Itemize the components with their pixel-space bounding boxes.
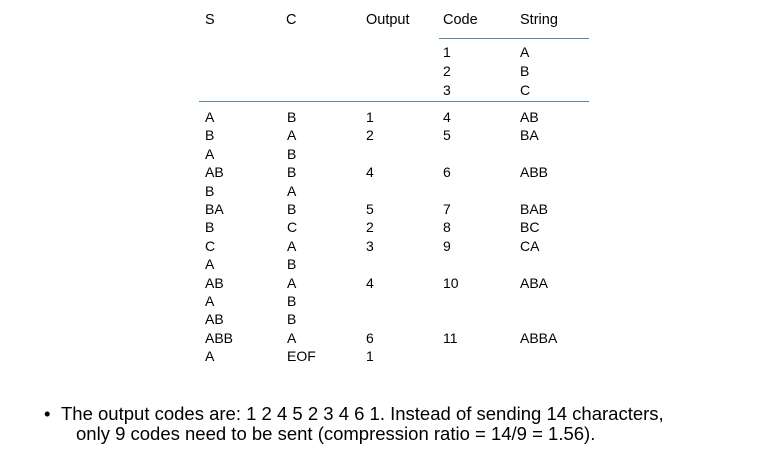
header-output: Output	[366, 12, 410, 28]
c-cell: B	[287, 109, 297, 125]
c-cell: B	[287, 311, 297, 328]
init-string-cell: A	[520, 44, 530, 60]
s-cell: ABB	[205, 329, 234, 346]
output-cell: 3	[366, 237, 374, 254]
c-cell: B	[287, 145, 297, 162]
string-cell: BAB	[520, 201, 549, 217]
string-cell: ABB	[520, 164, 549, 181]
string-cell: CA	[520, 237, 540, 254]
c-cell: C	[287, 219, 298, 236]
s-cell: B	[205, 182, 215, 199]
s-cell: AB	[205, 164, 224, 181]
string-cell: BA	[520, 127, 539, 144]
c-cell: A	[287, 329, 297, 346]
header-string: String	[520, 12, 558, 28]
c-cell: B	[287, 164, 297, 181]
code-cell: 8	[443, 219, 451, 236]
code-cell: 10	[443, 274, 459, 291]
header-rule	[439, 38, 589, 39]
c-cell: B	[287, 201, 297, 217]
output-cell: 6	[366, 329, 374, 346]
output-cell: 2	[366, 127, 374, 144]
s-cell: A	[205, 109, 215, 125]
c-cell: A	[287, 237, 297, 254]
s-cell: A	[205, 348, 215, 365]
code-cell: 5	[443, 127, 451, 144]
s-cell: AB	[205, 311, 224, 328]
string-cell: ABBA	[520, 329, 558, 346]
s-cell: BA	[205, 201, 224, 217]
s-cell: C	[205, 237, 216, 254]
output-cell: 1	[366, 348, 374, 365]
section-rule	[199, 101, 589, 102]
code-cell: 9	[443, 237, 451, 254]
code-cell: 7	[443, 201, 451, 217]
c-cell: B	[287, 293, 297, 309]
c-cell: A	[287, 182, 297, 199]
string-cell: ABA	[520, 274, 549, 291]
init-string-cell: C	[520, 82, 531, 98]
string-cell: AB	[520, 109, 539, 125]
output-cell: 1	[366, 109, 374, 125]
output-cell: 5	[366, 201, 374, 217]
output-cell: 4	[366, 274, 374, 291]
init-string-cell: B	[520, 63, 530, 79]
s-cell: A	[205, 145, 215, 162]
string-cell: BC	[520, 219, 540, 236]
s-cell: A	[205, 293, 215, 309]
output-cell: 2	[366, 219, 374, 236]
init-code-cell: 1	[443, 44, 451, 60]
summary-line-1: The output codes are: 1 2 4 5 2 3 4 6 1.…	[61, 403, 664, 424]
code-cell: 6	[443, 164, 451, 181]
init-code-cell: 3	[443, 82, 451, 98]
header-c: C	[286, 12, 297, 28]
s-cell: B	[205, 219, 215, 236]
s-cell: AB	[205, 274, 224, 291]
header-code: Code	[443, 12, 478, 28]
init-code-cell: 2	[443, 63, 451, 79]
c-cell: A	[287, 274, 297, 291]
c-cell: A	[287, 127, 297, 144]
header-s: S	[205, 12, 215, 28]
c-cell: EOF	[287, 348, 316, 365]
code-cell: 4	[443, 109, 451, 125]
s-cell: B	[205, 127, 215, 144]
bullet-icon: •	[44, 403, 51, 424]
code-cell: 11	[443, 329, 458, 346]
c-cell: B	[287, 256, 297, 273]
output-cell: 4	[366, 164, 374, 181]
s-cell: A	[205, 256, 215, 273]
summary-line-2: only 9 codes need to be sent (compressio…	[76, 423, 596, 444]
